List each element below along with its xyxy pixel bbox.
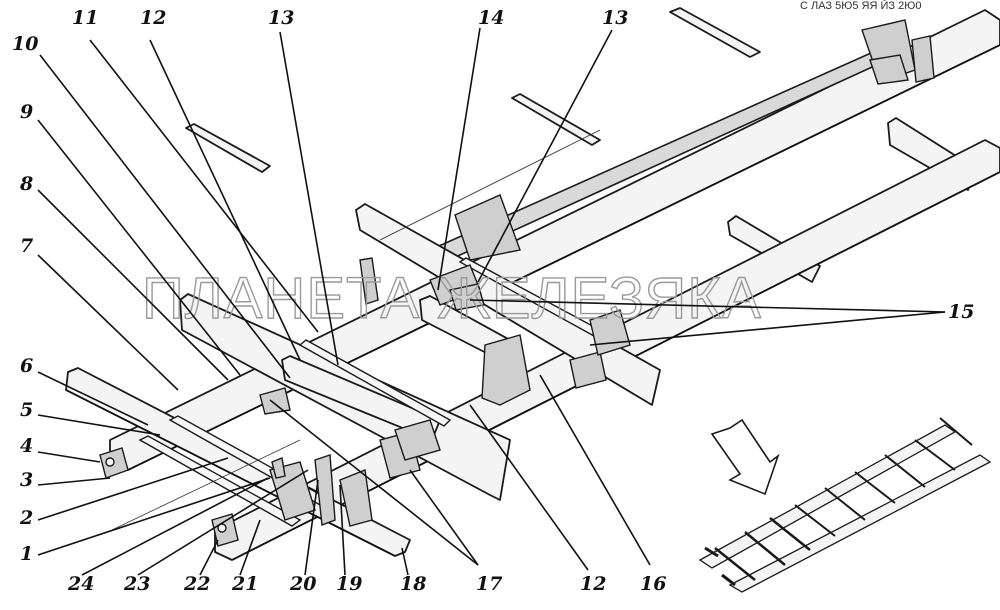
callout-22: 22 — [183, 573, 210, 595]
callout-9: 9 — [20, 101, 33, 123]
hatch-line-2 — [379, 129, 601, 241]
crossmember-stub — [511, 93, 601, 146]
rear-spring-pad — [869, 54, 909, 85]
leader-18 — [401, 547, 409, 576]
callout-numbers: 11 12 13 14 13 10 9 8 7 6 5 4 3 2 1 24 2… — [12, 7, 974, 595]
callout-16: 16 — [640, 573, 666, 595]
inset-overview — [698, 417, 992, 593]
leader-8 — [37, 189, 229, 381]
leader-19 — [339, 484, 346, 576]
callout-24: 24 — [67, 573, 94, 595]
leader-4 — [37, 451, 101, 463]
callout-13-second: 13 — [602, 7, 628, 29]
callout-23: 23 — [123, 573, 150, 595]
mini-cross-3 — [769, 517, 811, 551]
leader-1 — [37, 477, 271, 556]
down-left-arrow-icon — [710, 418, 780, 496]
callout-15: 15 — [948, 301, 974, 323]
leader-15b — [589, 311, 946, 346]
leader-17a — [269, 399, 479, 566]
mini-cross-6 — [854, 471, 896, 504]
leader-15a — [469, 299, 946, 313]
watermark-text: ПЛАНЕТА ЖЕЛЕЗЯКА — [142, 266, 762, 331]
mini-cross-7 — [884, 454, 926, 488]
callout-7: 7 — [20, 235, 33, 257]
left-side-member-edge — [127, 44, 1000, 471]
callout-17: 17 — [476, 573, 502, 595]
upright-bracket — [359, 257, 379, 305]
leader-16 — [539, 374, 651, 566]
callout-21: 21 — [231, 573, 258, 595]
cross-member-3 — [355, 203, 661, 406]
callout-19: 19 — [336, 573, 362, 595]
callout-5: 5 — [20, 399, 33, 421]
callout-4: 4 — [20, 435, 33, 457]
chassis-frame — [65, 7, 1000, 561]
leader-2 — [37, 457, 229, 521]
callout-14: 14 — [478, 7, 504, 29]
leader-5 — [37, 414, 161, 436]
mount-bracket — [259, 387, 291, 415]
tow-lug — [271, 457, 286, 479]
leader-24 — [81, 477, 269, 576]
rear-crossmember-stub — [669, 7, 761, 58]
callout-6: 6 — [20, 355, 33, 377]
callout-1: 1 — [20, 543, 33, 565]
spring-bracket-pad — [449, 283, 485, 311]
rear-bracket-plate — [911, 35, 935, 83]
mini-cross-4 — [794, 504, 836, 537]
spring-bracket-rear — [569, 351, 607, 389]
mini-cross-5 — [824, 487, 866, 521]
leader-6 — [37, 371, 149, 426]
leader-lines — [37, 27, 946, 576]
callout-18: 18 — [400, 573, 426, 595]
callout-12-second: 12 — [580, 573, 606, 595]
mini-side-member-right — [728, 454, 992, 593]
tow-hook-hole — [105, 457, 115, 467]
leader-10 — [39, 54, 291, 379]
gusset-plate — [481, 334, 531, 406]
callout-13: 13 — [268, 7, 294, 29]
leader-17b — [409, 469, 479, 566]
mini-end-left — [704, 546, 719, 558]
crossmember-stub — [185, 123, 271, 173]
corner-text: С ЛАЗ 5Ю5 ЯЯ ЙЗ 2Ю0 — [800, 0, 921, 12]
callout-2: 2 — [19, 507, 33, 529]
mini-end-right — [721, 573, 736, 587]
leader-20 — [304, 479, 319, 576]
leader-13b — [477, 29, 613, 283]
callout-20: 20 — [289, 573, 316, 595]
leader-13a — [279, 31, 339, 366]
leader-12b — [469, 404, 589, 571]
leader-9 — [37, 119, 241, 376]
mini-cross-2 — [744, 531, 786, 566]
leader-23 — [137, 469, 309, 576]
callout-10: 10 — [12, 33, 38, 55]
support-plate — [339, 469, 373, 527]
mini-cross-8 — [914, 439, 956, 471]
leader-12a — [149, 39, 301, 361]
callout-12: 12 — [140, 7, 166, 29]
leader-7 — [37, 254, 179, 391]
cross-member-2 — [281, 355, 441, 441]
mini-cross-1 — [714, 547, 756, 581]
leader-11 — [89, 39, 319, 333]
callout-3: 3 — [20, 469, 33, 491]
tow-pin-bracket — [314, 454, 336, 526]
callout-11: 11 — [72, 7, 98, 29]
leader-14 — [437, 27, 481, 291]
hatch-line — [111, 439, 301, 531]
leader-3 — [37, 477, 111, 486]
tube-crossmember — [138, 435, 302, 527]
callout-8: 8 — [19, 173, 33, 195]
leader-21 — [239, 519, 261, 576]
gusset-plate-rear — [454, 194, 521, 261]
gusset-triangle — [394, 419, 441, 461]
leader-22 — [199, 539, 219, 576]
mini-cross-9 — [939, 417, 973, 446]
